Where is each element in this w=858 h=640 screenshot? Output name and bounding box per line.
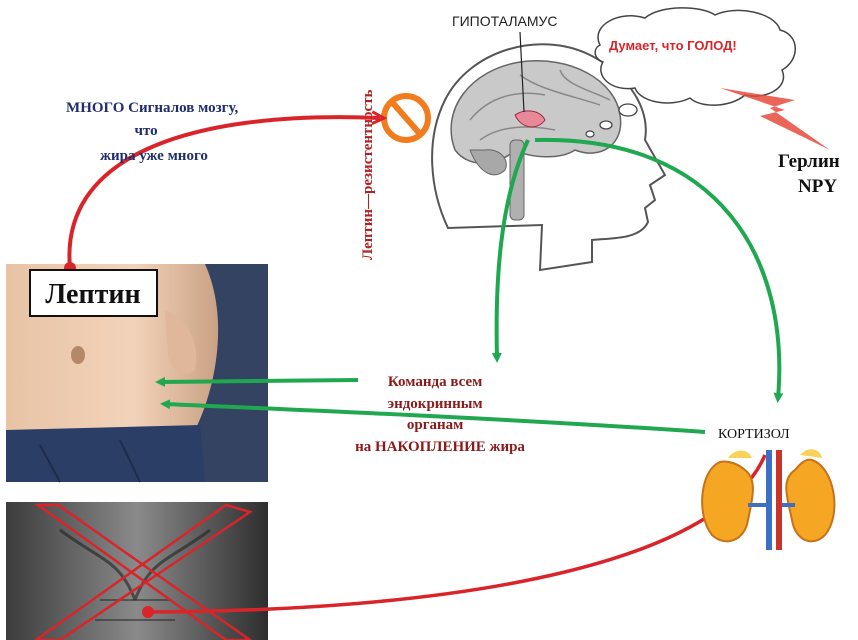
torso-dot <box>142 606 154 618</box>
leptin-to-brain-arrow <box>69 117 380 268</box>
cortisol-label: КОРТИЗОЛ <box>718 427 790 442</box>
thinks-hunger-text: Думает, что ГОЛОД! <box>609 38 737 53</box>
npy-label: NPY <box>798 176 837 197</box>
many-signals-text: МНОГО Сигналов мозгу, что жира уже много <box>66 100 242 164</box>
muscular-torso-photo <box>6 502 268 640</box>
leptin-resistance-label: Лептин—резистентность <box>360 89 376 260</box>
ghrelin-label: Герлин <box>778 151 840 172</box>
prohibited-icon <box>384 96 428 140</box>
kidneys-icon <box>702 449 834 550</box>
leptin-label: Лептин <box>45 279 140 310</box>
hypothalamus-label: ГИПОТАЛАМУС <box>452 13 558 29</box>
command-to-belly-arrow <box>160 380 358 382</box>
